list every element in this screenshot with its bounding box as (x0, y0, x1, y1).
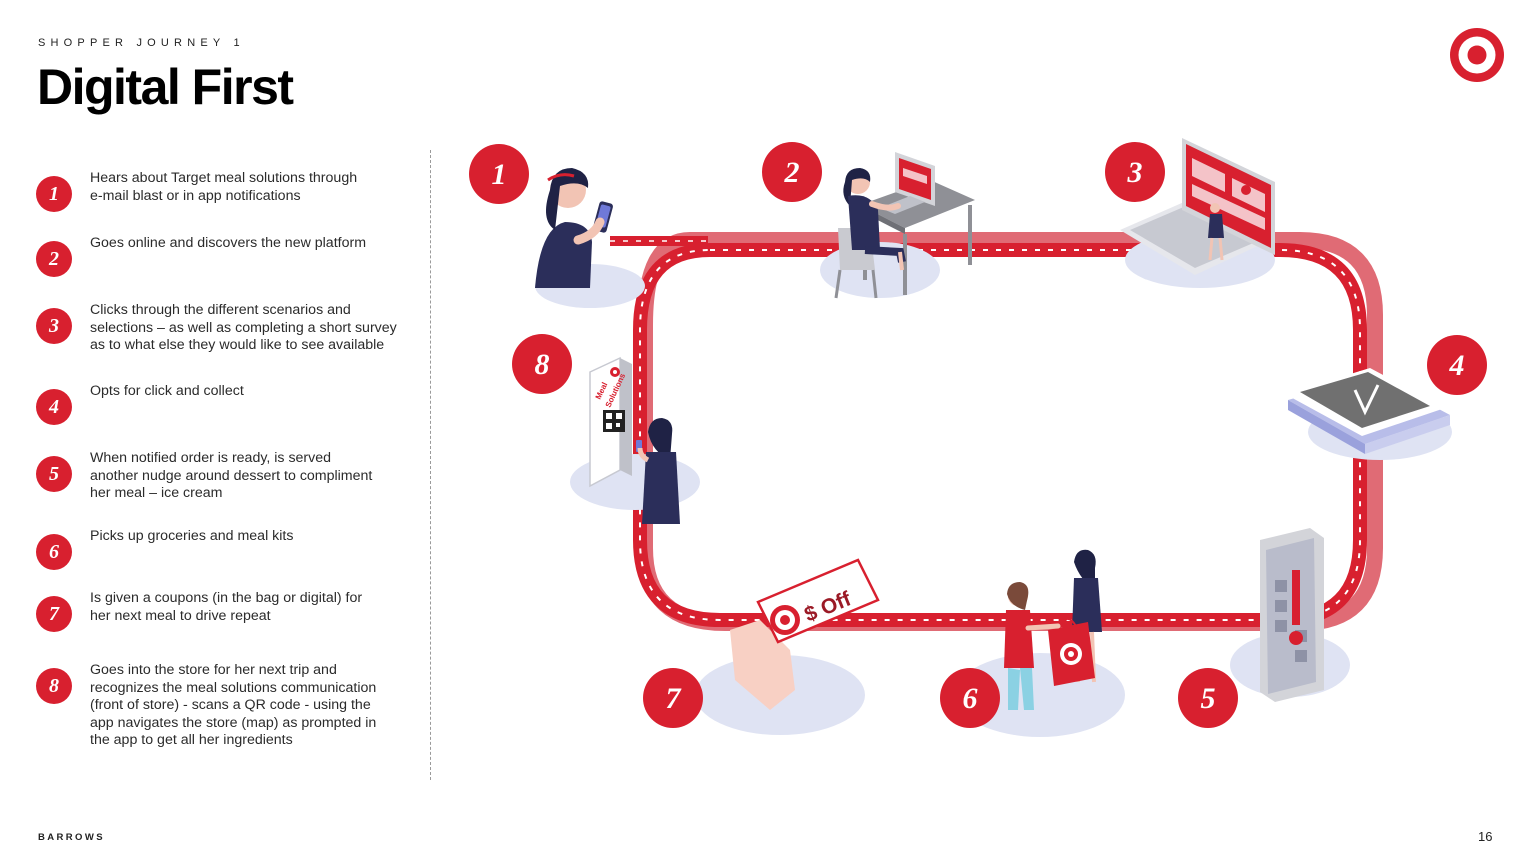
step-5: 5 When notified order is ready, is serve… (36, 450, 416, 503)
step-description: Is given a coupons (in the bag or digita… (90, 590, 363, 624)
step-number-badge: 3 (36, 308, 72, 344)
map-marker-number: 8 (535, 348, 550, 381)
map-marker-number: 6 (963, 682, 978, 715)
step-description: Goes online and discovers the new platfo… (90, 235, 367, 251)
map-marker-number: 2 (784, 156, 800, 189)
column-divider (430, 150, 431, 780)
map-marker-number: 7 (666, 682, 682, 715)
page-number: 16 (1478, 829, 1493, 844)
page-title: Digital First (37, 59, 294, 115)
map-marker-number: 4 (1449, 349, 1465, 382)
smartphone-illustration (1260, 528, 1324, 702)
map-marker-3: 3 (1105, 142, 1165, 202)
woman-at-desk-illustration (834, 152, 975, 299)
step-description: Opts for click and collect (90, 383, 244, 399)
map-marker-1: 1 (469, 144, 529, 204)
step-2: 2 Goes online and discovers the new plat… (36, 235, 416, 277)
eyebrow-label: SHOPPER JOURNEY 1 (38, 37, 245, 49)
step-description: Goes into the store for her next trip an… (90, 662, 377, 749)
step-description: Clicks through the different scenarios a… (90, 302, 397, 354)
map-marker-number: 5 (1201, 682, 1216, 715)
step-number-badge: 5 (36, 456, 72, 492)
step-number-badge: 4 (36, 389, 72, 425)
step-1: 1 Hears about Target meal solutions thro… (36, 170, 416, 212)
map-marker-number: 3 (1127, 156, 1143, 189)
step-4: 4 Opts for click and collect (36, 383, 416, 425)
step-number-badge: 8 (36, 668, 72, 704)
step-description: When notified order is ready, is served … (90, 450, 373, 502)
map-marker-6: 6 (940, 668, 1000, 728)
tablet-checkmark-illustration (1285, 368, 1450, 454)
coupon-hand-illustration: $ Off (730, 558, 880, 710)
step-description: Picks up groceries and meal kits (90, 528, 294, 544)
target-logo-icon (1450, 28, 1504, 82)
map-marker-5: 5 (1178, 668, 1238, 728)
meal-solutions-sign-illustration: Meal Solutions (589, 356, 680, 524)
step-8: 8 Goes into the store for her next trip … (36, 662, 416, 750)
map-marker-number: 1 (492, 158, 507, 191)
map-marker-2: 2 (762, 142, 822, 202)
step-7: 7 Is given a coupons (in the bag or digi… (36, 590, 416, 632)
step-number-badge: 6 (36, 534, 72, 570)
step-number-badge: 2 (36, 241, 72, 277)
laptop-illustration (1120, 138, 1275, 275)
store-pickup-illustration (1004, 549, 1102, 710)
step-number-badge: 7 (36, 596, 72, 632)
map-marker-8: 8 (512, 334, 572, 394)
map-marker-7: 7 (643, 668, 703, 728)
woman-with-phone-illustration (535, 168, 613, 288)
step-3: 3 Clicks through the different scenarios… (36, 302, 416, 355)
journey-diagram: $ Off Meal Solutions 1 2 3 4 5 (469, 138, 1487, 737)
map-marker-4: 4 (1427, 335, 1487, 395)
footer-brand: BARROWS (38, 832, 105, 843)
step-number-badge: 1 (36, 176, 72, 212)
step-6: 6 Picks up groceries and meal kits (36, 528, 416, 570)
step-description: Hears about Target meal solutions throug… (90, 170, 358, 204)
